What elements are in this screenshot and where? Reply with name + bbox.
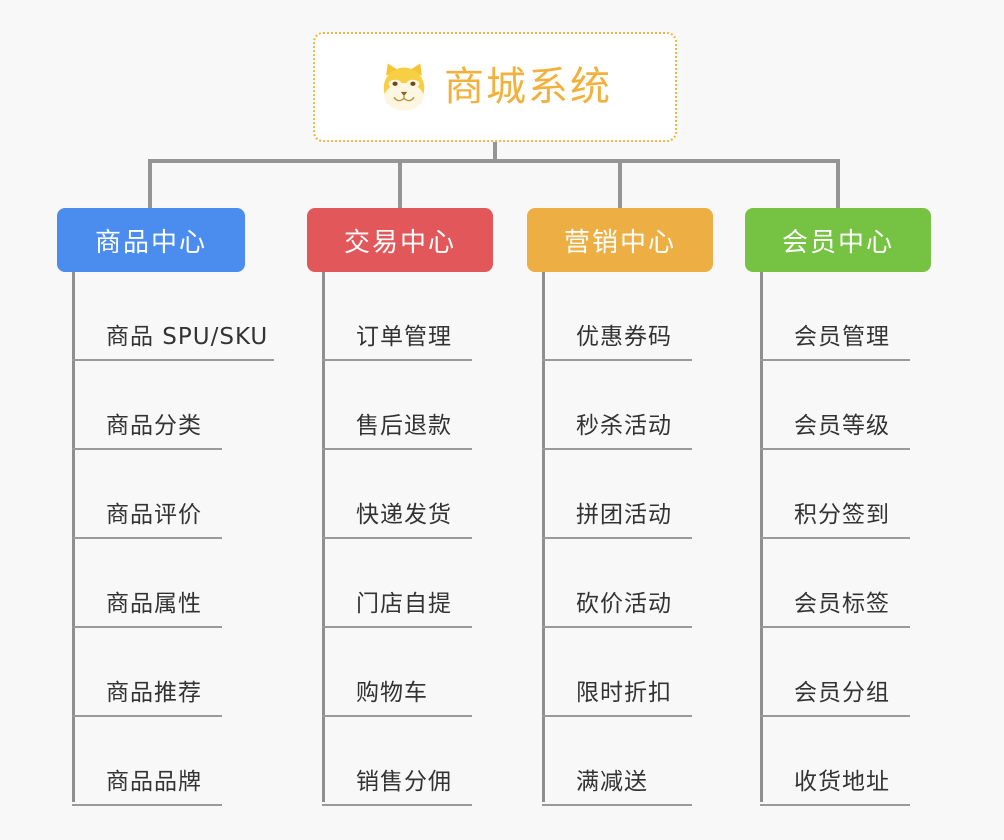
leaf-item[interactable]: 购物车: [322, 628, 472, 717]
leaf-item[interactable]: 积分签到: [760, 450, 910, 539]
category-header-member-center[interactable]: 会员中心: [745, 208, 931, 272]
leaf-item[interactable]: 拼团活动: [542, 450, 692, 539]
leaf-item[interactable]: 砍价活动: [542, 539, 692, 628]
category-header-marketing-center[interactable]: 营销中心: [527, 208, 713, 272]
leaf-item[interactable]: 收货地址: [760, 717, 910, 806]
category-header-label: 交易中心: [343, 227, 456, 258]
category-header-label: 商品中心: [94, 227, 207, 258]
shiba-dog-face-icon: [383, 63, 425, 111]
connector-trunk-bar: [150, 159, 840, 163]
leaf-item[interactable]: 商品品牌: [72, 717, 274, 806]
category-header-label: 会员中心: [781, 227, 894, 258]
leaf-list-trade-center: 订单管理 售后退款 快递发货 门店自提 购物车 销售分佣: [322, 272, 472, 806]
leaf-item[interactable]: 会员等级: [760, 361, 910, 450]
root-node-shop-system[interactable]: 商城系统: [313, 32, 677, 142]
leaf-item[interactable]: 优惠券码: [542, 272, 692, 361]
leaf-item[interactable]: 商品推荐: [72, 628, 274, 717]
leaf-item[interactable]: 满减送: [542, 717, 692, 806]
leaf-label: 门店自提: [322, 593, 472, 628]
leaf-label: 收货地址: [760, 771, 910, 806]
leaf-item[interactable]: 商品 SPU/SKU: [72, 272, 275, 361]
connector-drop-member-center: [836, 159, 840, 209]
leaf-label: 商品属性: [72, 593, 222, 628]
leaf-item[interactable]: 商品属性: [72, 539, 274, 628]
connector-drop-trade-center: [398, 159, 402, 209]
leaf-label: 商品品牌: [72, 771, 222, 806]
leaf-item[interactable]: 商品分类: [72, 361, 274, 450]
leaf-list-marketing-center: 优惠券码 秒杀活动 拼团活动 砍价活动 限时折扣 满减送: [542, 272, 692, 806]
leaf-label: 购物车: [322, 682, 472, 717]
leaf-label: 销售分佣: [322, 771, 472, 806]
connector-drop-marketing-center: [618, 159, 622, 209]
leaf-label: 秒杀活动: [542, 415, 692, 450]
leaf-item[interactable]: 订单管理: [322, 272, 472, 361]
leaf-label: 拼团活动: [542, 504, 692, 539]
leaf-label: 售后退款: [322, 415, 472, 450]
leaf-label: 快递发货: [322, 504, 472, 539]
leaf-item[interactable]: 会员标签: [760, 539, 910, 628]
leaf-item[interactable]: 会员分组: [760, 628, 910, 717]
leaf-label: 限时折扣: [542, 682, 692, 717]
category-header-trade-center[interactable]: 交易中心: [307, 208, 493, 272]
leaf-label: 商品 SPU/SKU: [72, 326, 275, 361]
leaf-item[interactable]: 商品评价: [72, 450, 274, 539]
leaf-label: 满减送: [542, 771, 692, 806]
leaf-label: 会员标签: [760, 593, 910, 628]
leaf-item[interactable]: 快递发货: [322, 450, 472, 539]
leaf-label: 砍价活动: [542, 593, 692, 628]
leaf-label: 订单管理: [322, 326, 472, 361]
leaf-item[interactable]: 会员管理: [760, 272, 910, 361]
category-header-product-center[interactable]: 商品中心: [57, 208, 245, 272]
leaf-label: 优惠券码: [542, 326, 692, 361]
leaf-item[interactable]: 门店自提: [322, 539, 472, 628]
leaf-label: 商品评价: [72, 504, 222, 539]
leaf-label: 会员等级: [760, 415, 910, 450]
leaf-label: 会员分组: [760, 682, 910, 717]
leaf-label: 商品分类: [72, 415, 222, 450]
category-header-label: 营销中心: [563, 227, 676, 258]
connector-root-stem: [493, 142, 497, 163]
leaf-label: 积分签到: [760, 504, 910, 539]
root-title: 商城系统: [444, 64, 612, 110]
leaf-label: 会员管理: [760, 326, 910, 361]
leaf-list-member-center: 会员管理 会员等级 积分签到 会员标签 会员分组 收货地址: [760, 272, 910, 806]
leaf-item[interactable]: 限时折扣: [542, 628, 692, 717]
connector-drop-product-center: [148, 159, 152, 209]
leaf-item[interactable]: 秒杀活动: [542, 361, 692, 450]
leaf-label: 商品推荐: [72, 682, 222, 717]
leaf-list-product-center: 商品 SPU/SKU 商品分类 商品评价 商品属性 商品推荐 商品品牌: [72, 272, 275, 806]
leaf-item[interactable]: 销售分佣: [322, 717, 472, 806]
leaf-item[interactable]: 售后退款: [322, 361, 472, 450]
